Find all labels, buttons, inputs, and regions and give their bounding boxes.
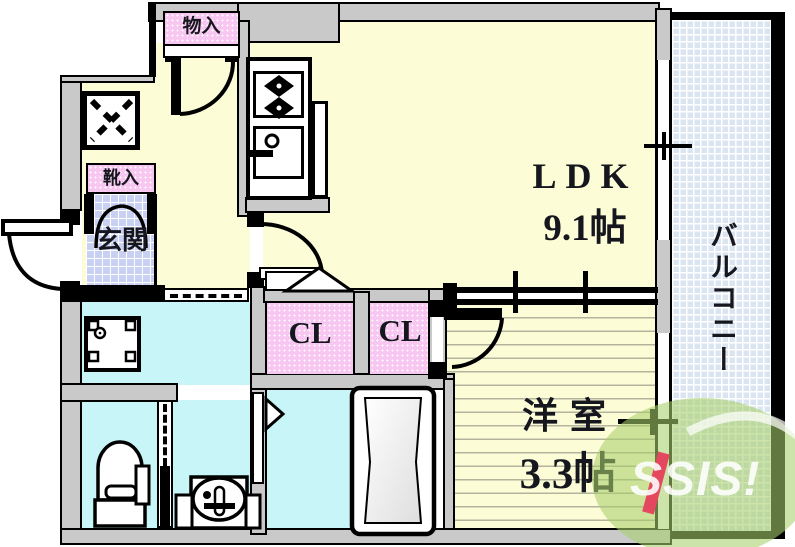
shoe-box [86, 163, 156, 194]
wall-top-thick [237, 2, 340, 43]
slide-partition-tick-1 [513, 271, 518, 313]
closet-right-label: CL [378, 313, 422, 348]
western-room-label: 洋室 [521, 396, 618, 436]
washroom-opening-dashed [163, 288, 249, 302]
entrance-divider-line [154, 194, 157, 292]
sink-handle [246, 150, 273, 157]
bath-fold-door [252, 392, 264, 484]
utility-x-2 [89, 98, 134, 143]
toilet-side-panel [134, 464, 151, 506]
wall-bath-western [443, 378, 455, 530]
wall-storage-left [149, 2, 156, 77]
watermark-swoosh [685, 411, 795, 440]
front-door-post-bottom [60, 281, 80, 297]
pan-corner [124, 350, 137, 363]
ldk-window-tick-v [662, 132, 666, 160]
western-door-post-bottom [428, 362, 447, 379]
watermark-ellipse [592, 398, 795, 547]
shoe-box-label: 靴入 [103, 168, 139, 188]
entrance-post-left [84, 194, 94, 234]
front-doorway-gap [62, 225, 80, 281]
storage-label: 物入 [182, 16, 221, 37]
pan-corner [124, 319, 137, 332]
slide-partition-rail-1 [447, 287, 658, 293]
entrance-tile [86, 194, 157, 294]
burner-dot [276, 105, 282, 111]
bath-fold-triangle [264, 395, 286, 433]
entrance-post-right [147, 194, 157, 234]
basin-knob [203, 491, 211, 499]
western-door-arc [451, 317, 504, 369]
slide-partition-tick-2 [583, 271, 588, 313]
balcony-label: バルコニー [706, 220, 737, 376]
closet-left-box [267, 303, 353, 374]
burner-dot [276, 83, 282, 89]
washbasin-wing-left [174, 493, 194, 530]
watermark-text: SSIS! [630, 453, 761, 506]
storage-door-leaf [171, 52, 181, 115]
front-door-leaf [1, 219, 73, 236]
slide-partition-rail-2 [447, 299, 658, 305]
ldk-window-tick-h [644, 144, 692, 148]
storage-door-arc [179, 60, 236, 116]
western-doorway-gap [432, 317, 443, 362]
bathtub-inner [363, 397, 423, 524]
closet-left-label: CL [288, 315, 332, 350]
wall-washroom-toilet [60, 383, 178, 402]
ldk-label: LDK [532, 156, 638, 196]
entrance-label: 玄関 [95, 226, 148, 255]
hall-door-post-top [247, 211, 264, 227]
hall-doorway-gap [250, 227, 263, 272]
pan-drain-dot [98, 331, 102, 335]
pan-corner [87, 350, 100, 363]
wall-step [60, 75, 155, 83]
closet-right-box [370, 303, 428, 374]
washbasin-wing-right [244, 493, 262, 530]
toilet-partition [157, 400, 173, 528]
genkan-arc-right [121, 204, 148, 249]
sink-faucet-icon [264, 133, 280, 149]
toilet-partition-solid [160, 466, 170, 526]
wall-entrance-bottom [60, 285, 165, 302]
genkan-arc-left [94, 204, 123, 249]
western-door-leaf [444, 308, 502, 320]
closet-bifold-triangle [281, 266, 357, 293]
ldk-size-label: 9.1帖 [543, 208, 627, 249]
western-door-post-top [428, 300, 447, 317]
toilet-partition-dashed [163, 404, 167, 466]
kitchen-side-panel [312, 101, 328, 198]
washing-machine-pan [84, 316, 141, 372]
storage-box [163, 11, 240, 46]
dashed-line [170, 294, 242, 298]
front-door-arc [7, 233, 63, 291]
hall-door-arc [260, 222, 324, 275]
basin-faucet-bar [204, 503, 235, 509]
pan-corner [87, 319, 100, 332]
hallway-floor-patch [237, 214, 251, 290]
